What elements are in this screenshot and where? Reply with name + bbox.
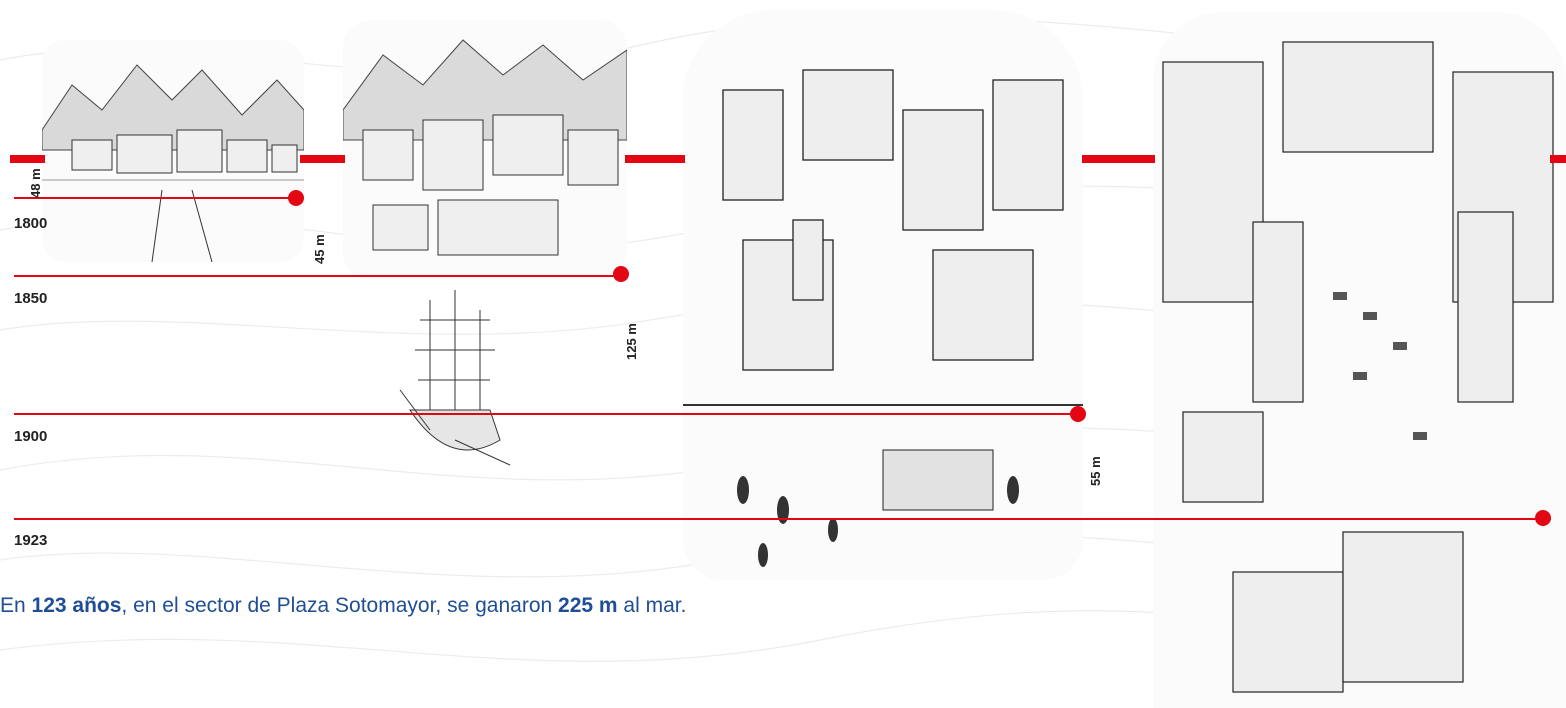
shoreline-segment (300, 155, 345, 163)
ship-sketch (399, 290, 511, 466)
shoreline-segment (625, 155, 685, 163)
caption-meters: 225 m (558, 594, 618, 617)
summary-caption: En 123 años, en el sector de Plaza Sotom… (0, 594, 686, 618)
sketch-1923 (1153, 12, 1566, 708)
sketch-1900 (683, 10, 1083, 580)
marker-1800 (288, 190, 304, 206)
marker-1923 (1535, 510, 1551, 526)
caption-part1: En (0, 594, 32, 617)
year-label-1800: 1800 (14, 215, 48, 232)
year-line-1850 (14, 275, 620, 277)
distance-label-48m: 48 m (28, 168, 43, 198)
distance-label-55m: 55 m (1088, 456, 1103, 486)
caption-part3: al mar. (617, 594, 687, 617)
caption-years: 123 años (31, 594, 122, 617)
sketch-1800 (42, 40, 304, 262)
shoreline-segment (1550, 155, 1566, 163)
year-label-1850: 1850 (14, 290, 48, 307)
year-label-1923: 1923 (14, 532, 48, 549)
sketch-1850 (343, 20, 627, 280)
marker-1850 (613, 266, 629, 282)
caption-part2: , en el sector de Plaza Sotomayor, se ga… (121, 594, 559, 617)
distance-label-45m: 45 m (312, 234, 327, 264)
distance-label-125m: 125 m (624, 323, 639, 360)
shoreline-segment (1082, 155, 1155, 163)
year-line-1923 (14, 518, 1551, 520)
year-line-1800 (14, 197, 294, 199)
shoreline-segment (10, 155, 45, 163)
year-line-1900 (14, 413, 1077, 415)
year-label-1900: 1900 (14, 428, 48, 445)
marker-1900 (1070, 406, 1086, 422)
